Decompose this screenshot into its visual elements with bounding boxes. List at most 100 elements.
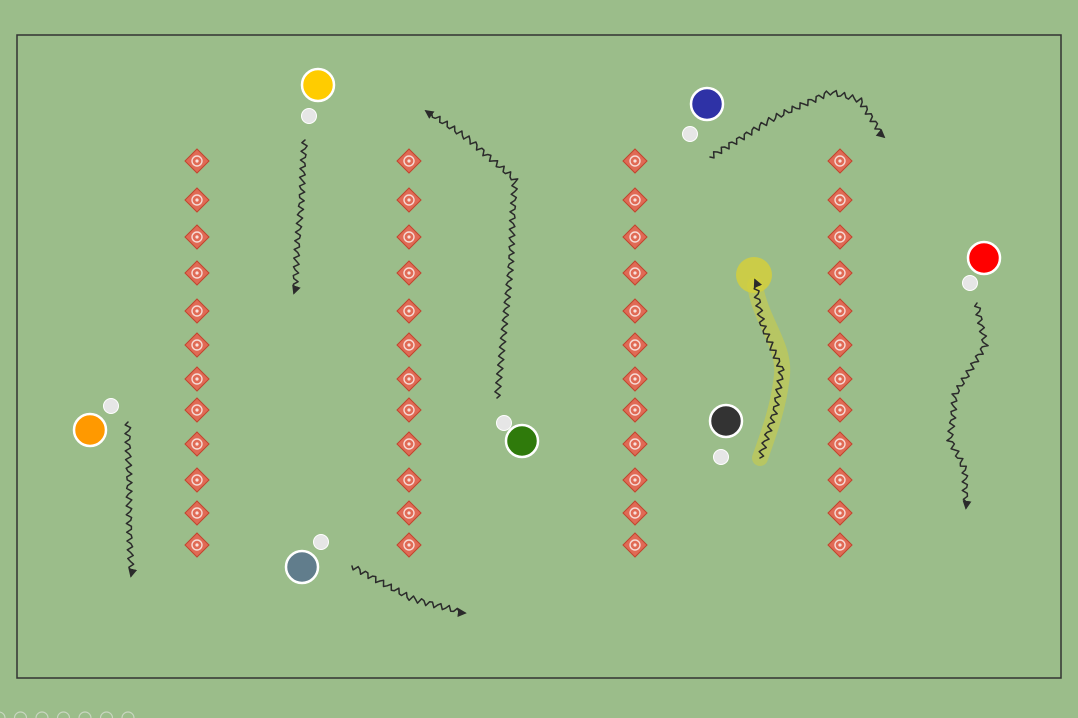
cone-ring [629,231,641,243]
cone-marker [396,467,422,493]
cone-center [195,511,199,515]
cone-center [407,442,411,446]
cone-marker [184,397,210,423]
cone-marker [622,187,648,213]
cone-ring [403,339,415,351]
player-marker [284,549,320,585]
cone-center [195,377,199,381]
page-dot[interactable] [121,711,135,718]
cone-marker [396,187,422,213]
cone-center [633,408,637,412]
cone-ring [191,438,203,450]
cone-ring [191,404,203,416]
cone-ring [834,155,846,167]
cone-ring [629,194,641,206]
cone-center [195,343,199,347]
cone-center [633,377,637,381]
cone-ring [629,474,641,486]
cone-center [633,235,637,239]
cone-ring [191,373,203,385]
player-marker [72,412,108,448]
cone-marker [184,332,210,358]
cone-marker [622,366,648,392]
cone-ring [403,155,415,167]
cone-ring [629,267,641,279]
red-dribble-path [946,302,989,510]
page-dot[interactable] [99,711,114,718]
cone-marker [184,148,210,174]
player-slate [284,534,329,585]
cones-layer [184,148,853,558]
cone-ring [834,474,846,486]
black-dribble-path [753,278,785,459]
cone-center [407,543,411,547]
cone-center [195,309,199,313]
cone-ring [403,404,415,416]
cone-marker [622,532,648,558]
cone-center [195,198,199,202]
cone-center [838,408,842,412]
cone-ring [191,539,203,551]
cone-marker [827,467,853,493]
player-red [962,240,1002,291]
player-green [496,415,540,459]
cone-marker [622,467,648,493]
cone-ring [191,474,203,486]
cone-ring [834,438,846,450]
cone-center [838,309,842,313]
cone-marker [827,431,853,457]
cone-marker [184,467,210,493]
cone-ring [191,267,203,279]
cone-marker [622,260,648,286]
cone-marker [827,148,853,174]
cone-marker [184,224,210,250]
cone-ring [629,339,641,351]
cone-center [195,478,199,482]
cone-marker [396,500,422,526]
cone-ring [629,539,641,551]
page-dot[interactable] [13,711,28,718]
cone-marker [827,366,853,392]
page-dot[interactable] [56,711,71,718]
cone-center [633,543,637,547]
cone-marker [184,366,210,392]
cone-marker [827,260,853,286]
cone-ring [834,305,846,317]
cone-marker [396,298,422,324]
page-dot[interactable] [35,711,49,718]
cone-ring [403,267,415,279]
paths-layer [124,89,989,617]
cone-center [633,343,637,347]
slate-dribble-path [351,565,467,617]
cone-ring [191,194,203,206]
cone-column-3 [622,148,648,558]
cone-ring [403,507,415,519]
cone-marker [827,500,853,526]
cone-ring [191,305,203,317]
cone-marker [396,366,422,392]
cone-center [195,408,199,412]
ball-icon [301,108,317,124]
cone-marker [184,500,210,526]
cone-center [838,543,842,547]
cone-center [633,511,637,515]
cone-center [838,343,842,347]
cone-marker [184,187,210,213]
cone-center [407,511,411,515]
cone-marker [396,148,422,174]
cone-center [407,235,411,239]
cone-marker [622,397,648,423]
cone-center [838,198,842,202]
cone-marker [622,332,648,358]
cone-marker [396,397,422,423]
cone-center [407,271,411,275]
cone-center [195,159,199,163]
cone-ring [403,194,415,206]
ball-icon [682,126,698,142]
page-dot[interactable] [78,711,92,718]
cone-center [838,159,842,163]
cone-marker [622,224,648,250]
cone-center [195,442,199,446]
